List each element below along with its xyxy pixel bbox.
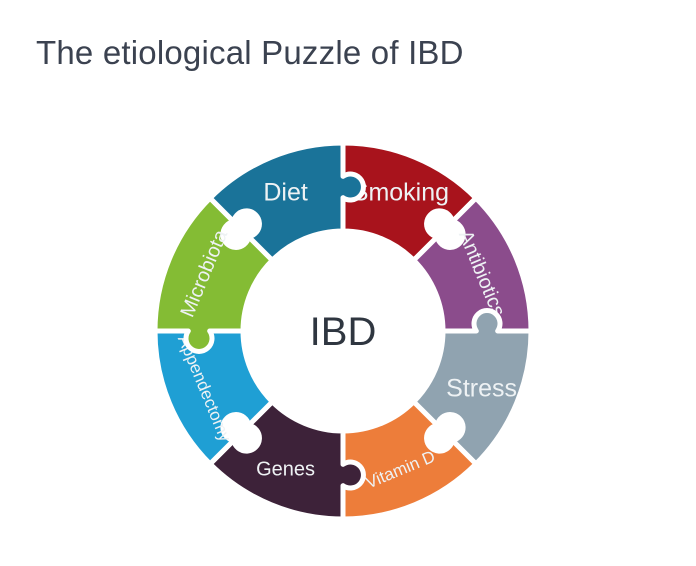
segment-label: Smoking (352, 178, 449, 206)
segment-label: Genes (256, 459, 315, 481)
puzzle-segment-antibiotics[interactable]: Antibiotics (411, 195, 534, 354)
puzzle-segment-vitamin-d[interactable]: Vitamin D (320, 399, 479, 522)
puzzle-segment-diet[interactable]: Diet (207, 140, 366, 263)
page-title: The etiological Puzzle of IBD (36, 34, 464, 71)
segment-label: Diet (263, 178, 308, 206)
segment-shape[interactable] (207, 140, 366, 263)
center-hub (246, 234, 440, 428)
center-label: IBD (310, 310, 377, 354)
segment-label: Stress (446, 374, 517, 402)
